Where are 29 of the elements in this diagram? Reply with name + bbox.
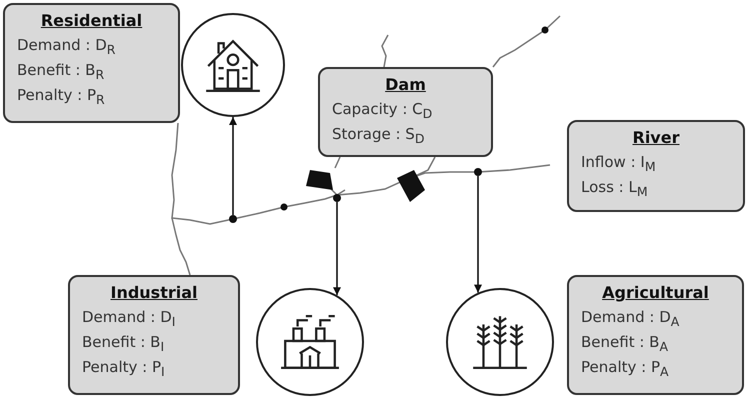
junction-dot xyxy=(229,215,237,223)
box-heading: Dam xyxy=(385,75,426,94)
info-box xyxy=(68,275,240,395)
info-box xyxy=(318,67,493,157)
box-heading: Residential xyxy=(40,11,142,30)
arrow xyxy=(474,176,482,293)
parameter-text: Benefit : B$_{I}$ xyxy=(82,332,164,356)
box-heading: Industrial xyxy=(110,283,198,302)
junction-dot xyxy=(474,168,482,176)
junction-dot xyxy=(333,194,341,202)
info-box xyxy=(567,275,744,395)
info-box xyxy=(3,3,180,123)
arrow xyxy=(333,202,341,296)
info-box xyxy=(567,120,745,212)
parameter-text: Benefit : B$_{A}$ xyxy=(581,332,668,356)
parameter-text: Benefit : B$_{R}$ xyxy=(17,60,104,84)
parameter-text: Demand : D$_{I}$ xyxy=(82,307,176,331)
parameter-text: Demand : D$_{A}$ xyxy=(581,307,680,331)
parameter-text: Loss : L$_{M}$ xyxy=(581,177,648,201)
box-heading: Agricultural xyxy=(602,283,709,302)
parameter-text: Penalty : P$_{A}$ xyxy=(581,357,669,381)
parameter-text: Storage : S$_{D}$ xyxy=(332,124,424,148)
parameter-text: Inflow : I$_{M}$ xyxy=(581,152,656,176)
parameter-text: Capacity : C$_{D}$ xyxy=(332,99,432,123)
parameter-text: Penalty : P$_{I}$ xyxy=(82,357,165,381)
parameter-text: Demand : D$_{R}$ xyxy=(17,35,116,59)
box-heading: River xyxy=(632,128,680,147)
parameter-text: Penalty : P$_{R}$ xyxy=(17,85,105,109)
arrow xyxy=(229,117,237,215)
